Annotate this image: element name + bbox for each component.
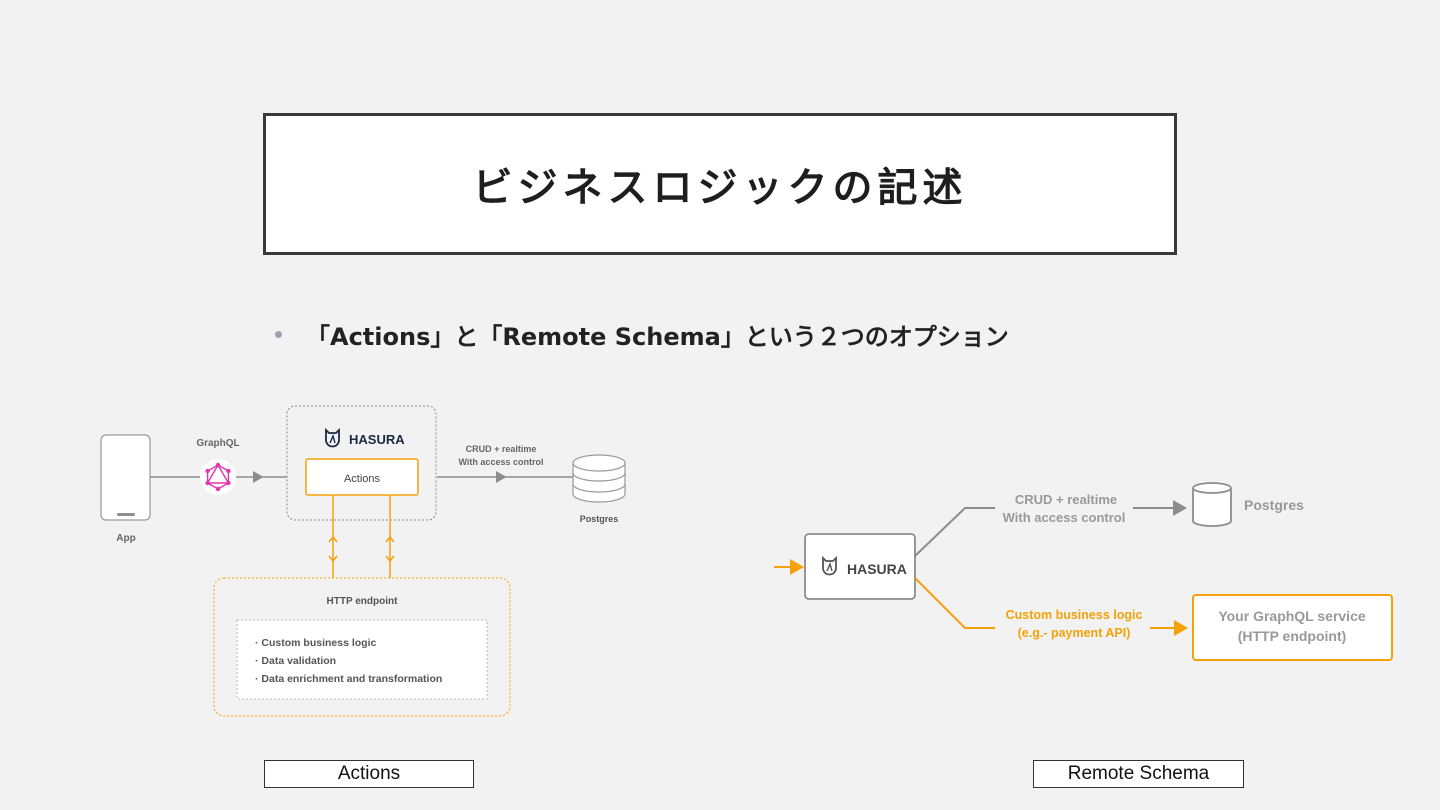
remote-hasura-box [804, 533, 916, 600]
service-line2: (HTTP endpoint) [1238, 628, 1347, 644]
actions-box [305, 458, 419, 496]
remote-hasura-logo-text: HASURA [847, 561, 907, 577]
graphql-service-box [1192, 594, 1393, 661]
phone-home-bar [117, 513, 135, 516]
actions-caption: Actions [264, 760, 474, 788]
bullet-point: 「Actions」と「Remote Schema」という２つのオプション [275, 318, 1009, 351]
postgres-branch-line [914, 507, 995, 557]
custom-logic-branch-line [914, 577, 995, 629]
custom-logic-line2: (e.g.- payment API) [1018, 626, 1131, 640]
postgres-label: Postgres [580, 514, 619, 524]
actions-diagram: App GraphQL HASURA Actions CRUD + realti… [100, 405, 626, 717]
hasura-logo-icon [325, 427, 340, 448]
crud-line1: CRUD + realtime [466, 444, 537, 454]
endpoint-item-2: · Data validation [255, 655, 336, 667]
remote-crud-line2: With access control [1003, 510, 1126, 525]
bullet-dot-icon [275, 330, 282, 338]
remote-database-icon [1192, 482, 1232, 527]
remote-crud-line1: CRUD + realtime [1015, 492, 1117, 507]
hasura-logo-text: HASURA [349, 432, 405, 447]
graphql-icon-dots [205, 462, 231, 492]
slide-title-box: ビジネスロジックの記述 [263, 113, 1177, 255]
remote-postgres-label: Postgres [1244, 497, 1304, 513]
custom-logic-line1: Custom business logic [1006, 608, 1143, 622]
graphql-icon-bg [200, 459, 236, 495]
app-label: App [116, 533, 135, 544]
actions-box-label: Actions [344, 473, 381, 485]
http-endpoint-inner [236, 619, 488, 700]
remote-hasura-logo-icon [822, 555, 837, 576]
remote-schema-caption: Remote Schema [1033, 760, 1244, 788]
actions-http-connectors [328, 495, 395, 578]
crud-line2: With access control [459, 457, 544, 467]
graphql-label: GraphQL [196, 438, 239, 449]
phone-icon [100, 434, 151, 521]
service-line1: Your GraphQL service [1218, 608, 1366, 624]
remote-schema-diagram: HASURA CRUD + realtime With access contr… [774, 482, 1393, 661]
endpoint-item-3: · Data enrichment and transformation [255, 673, 442, 685]
database-icon [572, 454, 626, 503]
bullet-text: 「Actions」と「Remote Schema」という２つのオプション [306, 322, 1009, 351]
slide-title: ビジネスロジックの記述 [472, 165, 968, 211]
endpoint-item-1: · Custom business logic [255, 637, 377, 649]
http-endpoint-container [213, 577, 511, 717]
http-endpoint-title: HTTP endpoint [327, 596, 399, 607]
